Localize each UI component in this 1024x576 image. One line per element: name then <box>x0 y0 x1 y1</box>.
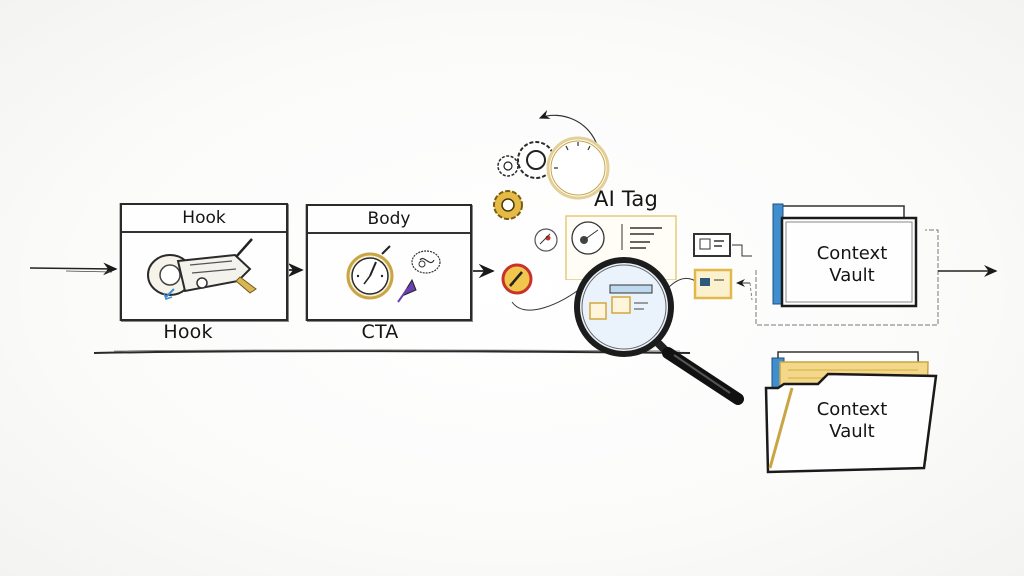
stage-hook-header: Hook <box>122 205 286 233</box>
cycle-arrow <box>538 109 599 149</box>
context-vault-bottom-label: Context Vault <box>816 399 888 442</box>
pen-badge-icon <box>501 263 533 295</box>
window-icons <box>693 233 733 300</box>
stage-hook-box: Hook <box>120 203 288 321</box>
stage-body-caption: CTA <box>361 321 399 343</box>
context-vault-top-label: Context Vault <box>816 243 888 286</box>
ai-tag-label: AI Tag <box>594 187 658 211</box>
tape-gun-icon <box>147 238 257 300</box>
ai-tag-cluster <box>493 136 677 280</box>
entry-arrow <box>29 262 118 276</box>
dial-icon <box>546 136 610 200</box>
stage-hook-header-label: Hook <box>182 208 226 228</box>
stage-body-box: Body <box>306 204 472 321</box>
stopwatch-icon <box>346 245 441 303</box>
stage-body-header: Body <box>308 206 470 234</box>
magnifying-glass-icon <box>574 257 744 405</box>
context-vault-folder <box>764 351 938 474</box>
stage-hook-caption: Hook <box>163 321 213 343</box>
context-vault-top <box>772 203 918 308</box>
gears-icon <box>493 141 555 220</box>
stage-body-header-label: Body <box>367 209 411 229</box>
search-badge-icon <box>534 228 558 252</box>
